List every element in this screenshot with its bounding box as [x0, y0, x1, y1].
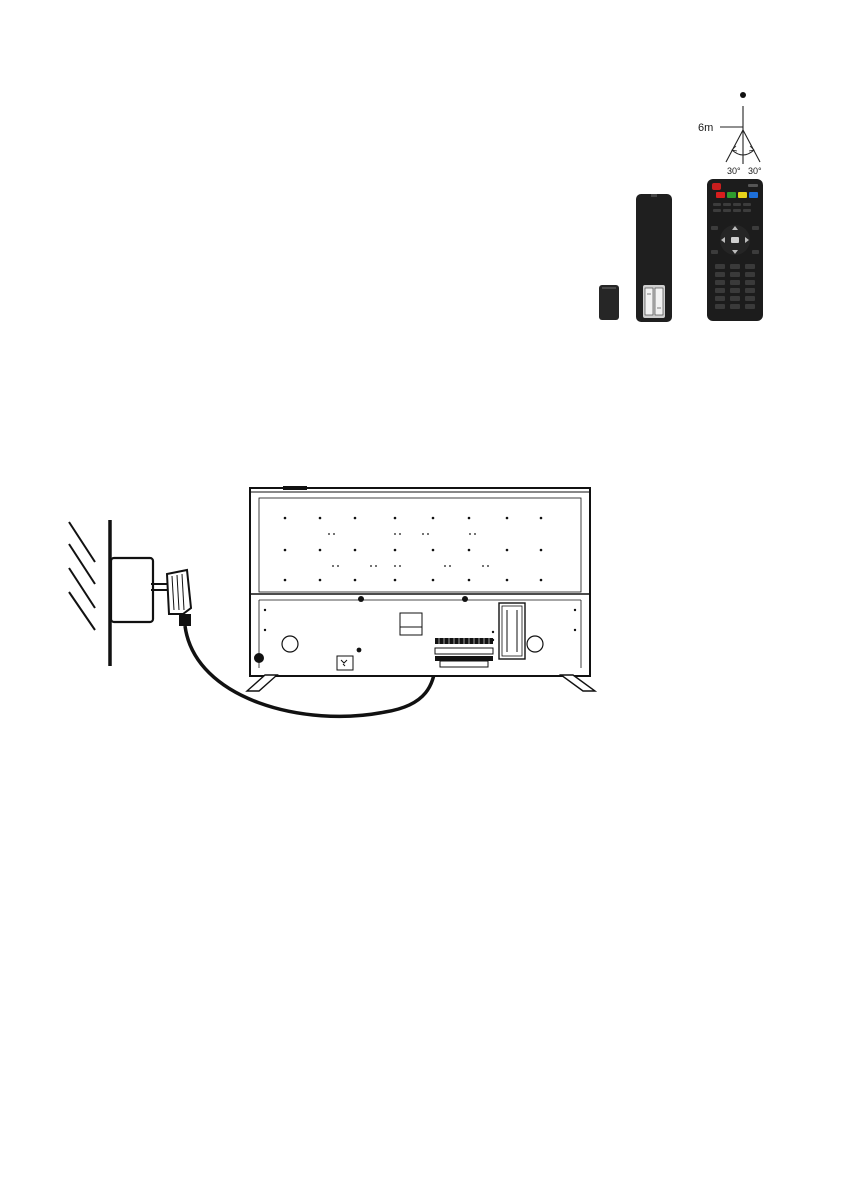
left-speaker	[282, 636, 298, 652]
angle-line-left	[726, 130, 743, 162]
angle-right-label: 30°	[748, 166, 762, 176]
power-connection-illustration	[55, 480, 615, 725]
tv-back-panel	[250, 486, 590, 676]
remote-control-section: 6m 30° 30°	[580, 80, 830, 330]
battery-cover	[599, 285, 619, 320]
power-inlet-label	[337, 656, 353, 670]
green-key	[727, 192, 736, 198]
battery-1	[645, 288, 653, 315]
power-connection-section	[55, 480, 615, 725]
tv-stand-legs	[247, 675, 595, 691]
angle-left-label: 30°	[727, 166, 741, 176]
battery-2	[655, 288, 663, 315]
distance-label: 6m	[698, 122, 713, 134]
plug-strain-relief	[179, 614, 191, 626]
right-speaker	[527, 636, 543, 652]
power-button	[712, 183, 721, 190]
wall-hatching	[69, 522, 95, 630]
ir-sensor-dot	[740, 92, 746, 98]
yellow-key	[738, 192, 747, 198]
remote-front	[707, 179, 763, 321]
wall-socket	[111, 558, 153, 622]
ok-button	[731, 237, 739, 243]
red-key	[716, 192, 725, 198]
blue-key	[749, 192, 758, 198]
angle-line-right	[743, 130, 760, 162]
cord-inlet	[440, 661, 488, 667]
remote-illustration: 6m 30° 30°	[580, 80, 830, 330]
